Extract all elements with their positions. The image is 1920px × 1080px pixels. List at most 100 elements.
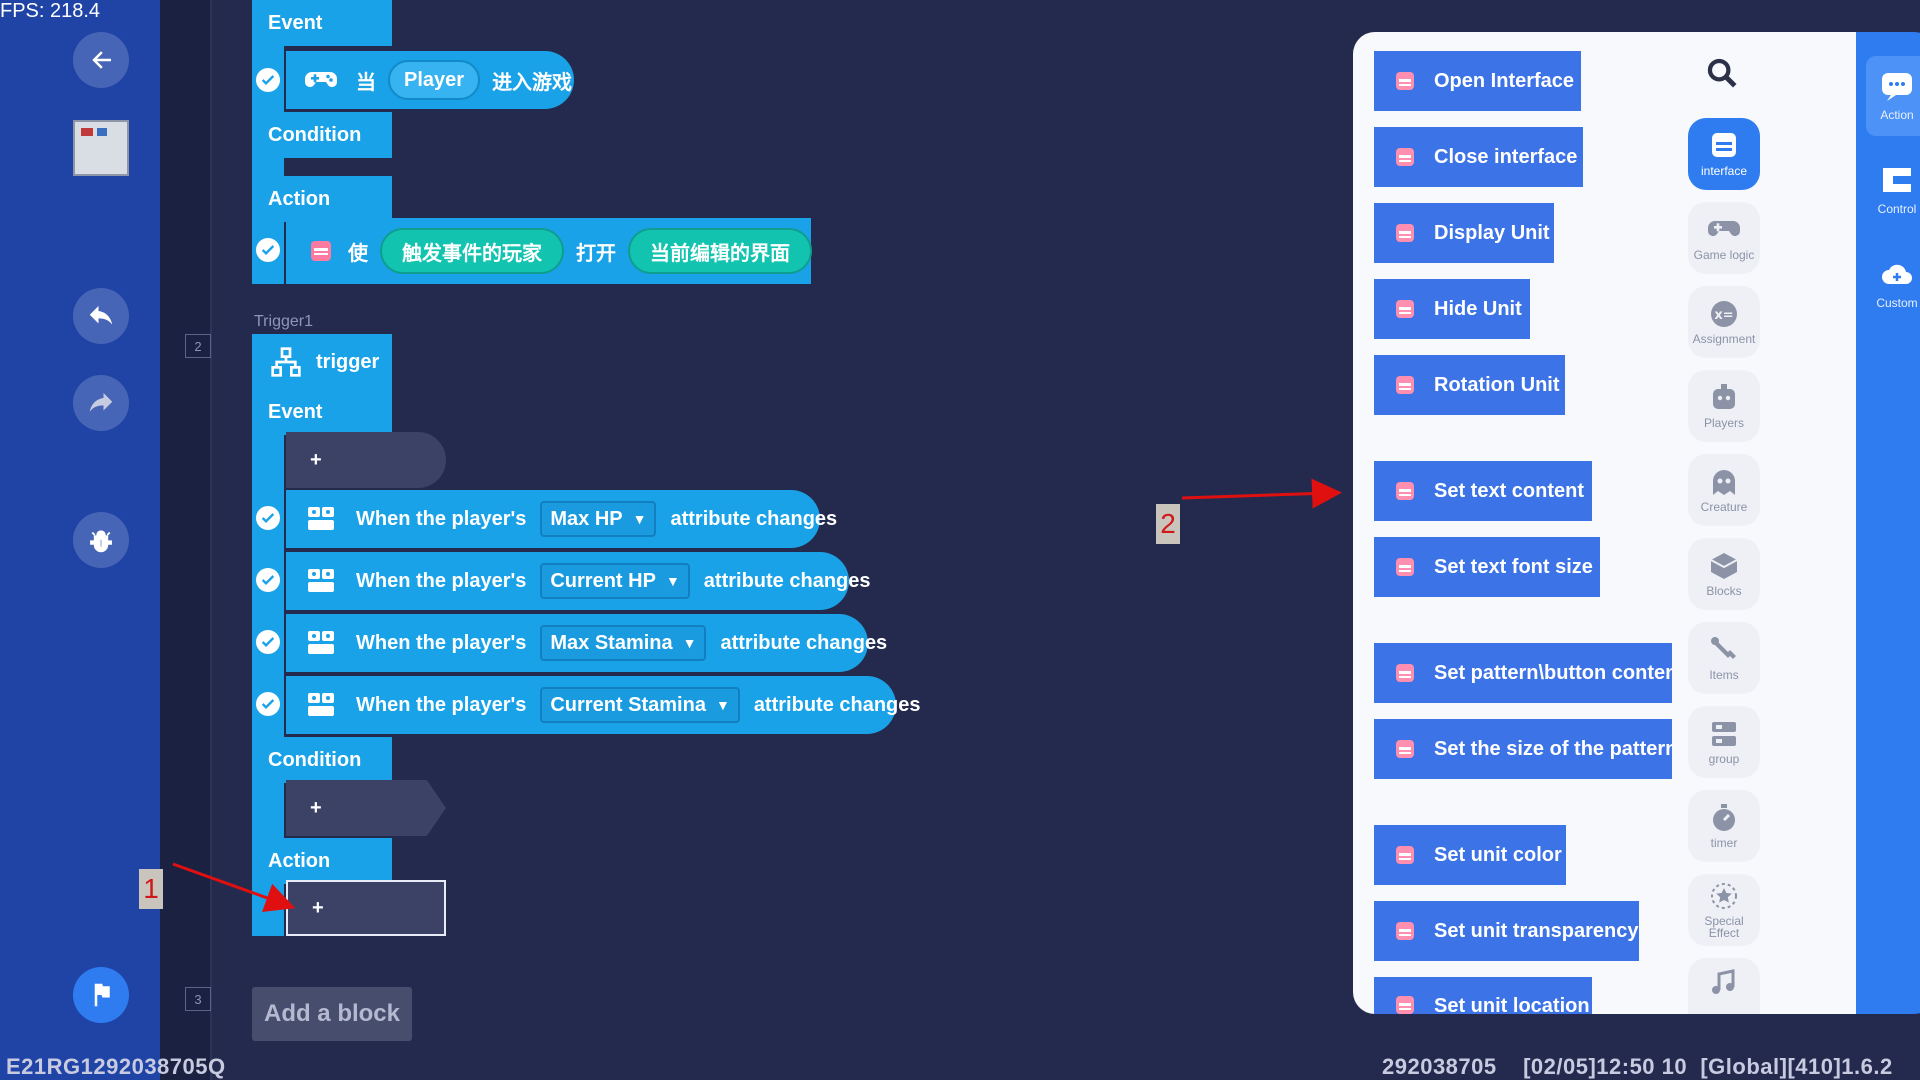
check-icon (261, 513, 275, 523)
line-gutter (160, 0, 210, 1080)
action-block-open-interface[interactable]: 使 触发事件的玩家 打开 当前编辑的界面 (286, 218, 812, 284)
event-block-player-enter[interactable]: 当 Player 进入游戏 (286, 51, 574, 109)
attribute-dropdown[interactable]: Max Stamina▼ (540, 625, 707, 661)
action-set-pattern-button-content[interactable]: Set pattern\button content (1374, 643, 1672, 703)
undo-button[interactable] (73, 288, 129, 344)
caret-down-icon: ▼ (665, 573, 680, 589)
action-set-unit-color[interactable]: Set unit color (1374, 825, 1566, 885)
action-label: Action (252, 176, 392, 222)
attribute-dropdown[interactable]: Current HP ▼ (540, 563, 690, 599)
param-player[interactable]: Player (388, 60, 481, 100)
action-set-text-content[interactable]: Set text content (1374, 461, 1592, 521)
param-current-interface[interactable]: 当前编辑的界面 (628, 228, 812, 274)
event-label: Event (252, 389, 392, 435)
check-icon (261, 575, 275, 585)
enabled-check[interactable] (256, 238, 280, 262)
action-close-interface[interactable]: Close interface (1374, 127, 1583, 187)
action-rotation-unit[interactable]: Rotation Unit (1374, 355, 1565, 415)
add-condition-slot[interactable]: + (286, 780, 446, 836)
condition-label: Condition (252, 737, 392, 783)
add-action-slot[interactable]: + (286, 880, 446, 936)
block-text: When the player's (356, 569, 527, 592)
main-category-rail: Action Control Custom (1856, 32, 1920, 1014)
annotation-arrow (1181, 478, 1342, 509)
category-blocks[interactable]: Blocks (1688, 538, 1760, 610)
main-category-control[interactable]: Control (1866, 150, 1920, 230)
block-text: attribute changes (720, 631, 888, 654)
action-set-text-font-size[interactable]: Set text font size (1374, 537, 1600, 597)
action-hide-unit[interactable]: Hide Unit (1374, 279, 1530, 339)
main-category-label: Action (1880, 108, 1914, 122)
back-button[interactable] (73, 32, 129, 88)
caret-down-icon: ▼ (715, 697, 730, 713)
blocks-icon (1710, 553, 1738, 579)
check-icon (261, 245, 275, 255)
add-event-slot[interactable]: + (286, 432, 446, 488)
event-block-attribute-change[interactable]: When the player's Max Stamina▼ attribute… (286, 614, 887, 672)
redo-button[interactable] (73, 375, 129, 431)
enabled-check[interactable] (256, 506, 280, 530)
action-panel: Open Interface Close interface Display U… (1353, 32, 1856, 1014)
param-trigger-player[interactable]: 触发事件的玩家 (380, 228, 564, 274)
attribute-dropdown[interactable]: Max HP▼ (540, 501, 657, 537)
interface-icon (304, 237, 338, 265)
action-set-pattern-size[interactable]: Set the size of the pattern\button (1374, 719, 1672, 779)
map-thumbnail[interactable] (73, 120, 129, 176)
action-label: Set pattern\button content (1434, 661, 1672, 684)
action-label: Action (252, 838, 392, 884)
enabled-check[interactable] (256, 630, 280, 654)
action-set-unit-transparency[interactable]: Set unit transparency (1374, 901, 1639, 961)
dropdown-value: Current Stamina (550, 693, 706, 716)
annotation-label: 1 (139, 869, 163, 909)
action-label: Set unit location (1434, 995, 1590, 1014)
enabled-check[interactable] (256, 692, 280, 716)
creature-icon (1713, 470, 1735, 495)
category-label: Creature (1700, 500, 1748, 514)
action-display-unit[interactable]: Display Unit (1374, 203, 1554, 263)
add-block-button[interactable]: Add a block (252, 987, 412, 1041)
interface-icon (1394, 71, 1416, 91)
music-icon (1712, 969, 1735, 994)
event-block-attribute-change[interactable]: When the player's Current Stamina▼ attri… (286, 676, 921, 734)
action-set-unit-location[interactable]: Set unit location (1374, 977, 1592, 1014)
main-category-action[interactable]: Action (1866, 56, 1920, 136)
trigger-header[interactable]: trigger (252, 334, 392, 390)
run-button[interactable] (73, 967, 129, 1023)
action-open-interface[interactable]: Open Interface (1374, 51, 1581, 111)
action-label: Display Unit (1434, 221, 1550, 244)
interface-icon (1394, 223, 1416, 243)
attribute-dropdown[interactable]: Current Stamina ▼ (540, 687, 740, 723)
category-group[interactable]: group (1688, 706, 1760, 778)
category-label: Assignment (1692, 332, 1756, 346)
category-label: timer (1710, 836, 1738, 850)
category-players[interactable]: Players (1688, 370, 1760, 442)
redo-icon (89, 393, 113, 412)
category-music[interactable] (1688, 958, 1760, 1014)
players-icon (1713, 384, 1735, 409)
enabled-check[interactable] (256, 568, 280, 592)
debug-button[interactable] (73, 512, 129, 568)
category-special-effect[interactable]: Special Effect (1688, 874, 1760, 946)
enabled-check[interactable] (256, 68, 280, 92)
action-label: Set unit transparency (1434, 919, 1639, 942)
category-items[interactable]: Items (1688, 622, 1760, 694)
player-unit-icon (304, 567, 338, 595)
main-category-custom[interactable]: Custom (1866, 244, 1920, 324)
event-block-attribute-change[interactable]: When the player's Max HP▼ attribute chan… (286, 490, 837, 548)
category-timer[interactable]: timer (1688, 790, 1760, 862)
category-interface[interactable]: interface (1688, 118, 1760, 190)
search-button[interactable] (1705, 56, 1743, 94)
block-text: When the player's (356, 507, 527, 530)
category-game-logic[interactable]: Game logic (1688, 202, 1760, 274)
trigger-title: trigger (316, 350, 380, 373)
category-creature[interactable]: Creature (1688, 454, 1760, 526)
caret-down-icon: ▼ (632, 511, 647, 527)
footer-device-id: E21RG1292038705Q (6, 1054, 226, 1079)
interface-icon (1394, 921, 1416, 941)
dropdown-value: Current HP (550, 569, 656, 592)
category-assignment[interactable]: x= Assignment (1688, 286, 1760, 358)
arrow-left-icon (92, 51, 111, 69)
search-icon (1707, 58, 1737, 88)
event-block-attribute-change[interactable]: When the player's Current HP▼ attribute … (286, 552, 871, 610)
interface-icon (1394, 845, 1416, 865)
